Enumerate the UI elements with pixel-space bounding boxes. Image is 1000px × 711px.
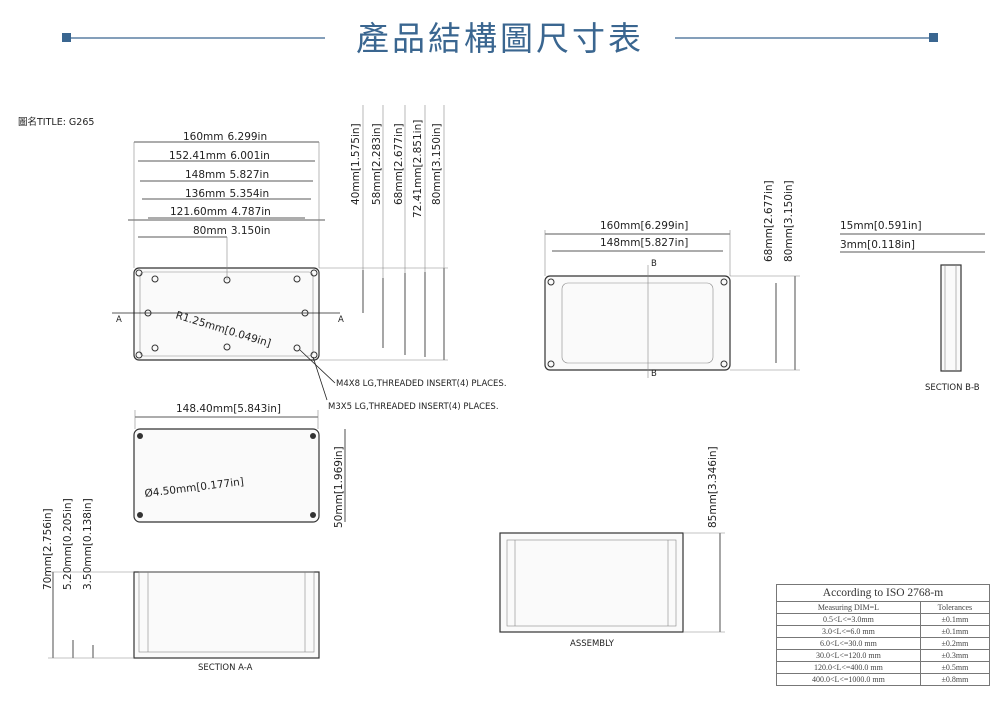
dimension-label: 5.827in <box>230 169 270 181</box>
dimension-label: SECTION A-A <box>198 663 253 673</box>
dimension-label: 152.41mm <box>169 150 226 162</box>
dimension-label: ±0.1mm <box>919 625 991 638</box>
dimension-label: 6.299in <box>228 131 268 143</box>
dimension-label: 136mm <box>185 188 226 200</box>
dimension-label: 85mm[3.346in] <box>707 446 719 528</box>
dimension-label: ±0.5mm <box>919 661 991 674</box>
dimension-label: 6.0<L<=30.0 mm <box>776 637 921 650</box>
table-row: 30.0<L<=120.0 mm±0.3mm <box>776 649 991 662</box>
dimension-label: A <box>338 315 344 325</box>
dimension-label: ASSEMBLY <box>570 639 615 649</box>
dimension-label: 58mm[2.283in] <box>371 123 383 205</box>
dimension-label: 120.0<L<=400.0 mm <box>776 661 921 674</box>
dimension-label: 3mm[0.118in] <box>840 239 915 251</box>
dimension-label: Measuring DIM=L <box>776 601 921 614</box>
dimension-label: 68mm[2.677in] <box>763 180 775 262</box>
lid-view: 148.40mm[5.843in] 50mm[1.969in] Ø4.50mm[… <box>133 403 346 528</box>
dimension-label: Tolerances <box>919 601 991 614</box>
dimension-label: SECTION B-B <box>925 383 980 393</box>
top-view: A A 160mm 6.299in 152.41mm 6.001in 148mm 5.… <box>112 105 507 412</box>
dimension-label: 80mm[3.150in] <box>783 180 795 262</box>
dimension-label: 80mm[3.150in] <box>431 123 443 205</box>
dimension-label: 148mm <box>185 169 226 181</box>
dimension-label: 6.001in <box>230 150 270 162</box>
dimension-label: 70mm[2.756in] <box>42 508 54 590</box>
dimension-label: 160mm <box>183 131 224 143</box>
dimension-label: 3.50mm[0.138in] <box>82 498 94 590</box>
dimension-label: 3.150in <box>231 225 271 237</box>
dimension-label: ±0.2mm <box>919 637 991 650</box>
dimension-label: 148.40mm[5.843in] <box>176 403 281 415</box>
dimension-label: 72.41mm[2.851in] <box>412 120 424 218</box>
table-row: 120.0<L<=400.0 mm±0.5mm <box>776 661 991 674</box>
dimension-label: 0.5<L<=3.0mm <box>776 613 921 626</box>
dimension-label: 148mm[5.827in] <box>600 237 688 249</box>
dimension-label: 5.354in <box>230 188 270 200</box>
dimension-label: 5.20mm[0.205in] <box>62 498 74 590</box>
dimension-label: 400.0<L<=1000.0 mm <box>776 673 921 686</box>
drawing-title: 圖名TITLE: G265 <box>18 117 95 128</box>
dimension-label: 50mm[1.969in] <box>333 446 345 528</box>
dimension-label: A <box>116 315 122 325</box>
dimension-label: 4.787in <box>231 206 271 218</box>
title-rule <box>62 33 938 42</box>
dimension-label: According to ISO 2768-m <box>776 584 990 602</box>
dimension-label: B <box>651 259 657 269</box>
side-view: B B 160mm[6.299in] 148mm[5.827in] 68mm[2… <box>544 180 800 379</box>
dimension-label: 121.60mm <box>170 206 227 218</box>
dimension-label: ±0.1mm <box>919 613 991 626</box>
dimension-label: 160mm[6.299in] <box>600 220 688 232</box>
note-m3x5: M3X5 LG,THREADED INSERT(4) PLACES. <box>328 402 499 412</box>
table-row: 0.5<L<=3.0mm±0.1mm <box>776 613 991 626</box>
assembly-view: 85mm[3.346in] ASSEMBLY <box>499 446 725 649</box>
section-aa: 70mm[2.756in] 5.20mm[0.205in] 3.50mm[0.1… <box>42 498 320 673</box>
dimension-label: 40mm[1.575in] <box>350 123 362 205</box>
dimension-label: 30.0<L<=120.0 mm <box>776 649 921 662</box>
table-row: 3.0<L<=6.0 mm±0.1mm <box>776 625 991 638</box>
dimension-label: 80mm <box>193 225 227 237</box>
page-title: 產品結構圖尺寸表 <box>356 19 644 58</box>
table-row: 400.0<L<=1000.0 mm±0.8mm <box>776 673 991 686</box>
table-row: 6.0<L<=30.0 mm±0.2mm <box>776 637 991 650</box>
dimension-label: 3.0<L<=6.0 mm <box>776 625 921 638</box>
dimension-label: ±0.8mm <box>919 673 991 686</box>
note-m4x8: M4X8 LG,THREADED INSERT(4) PLACES. <box>336 379 507 389</box>
section-bb: 15mm[0.591in] 3mm[0.118in] SECTION B-B <box>840 220 985 393</box>
dimension-label: 68mm[2.677in] <box>393 123 405 205</box>
dimension-label: ±0.3mm <box>919 649 991 662</box>
dimension-label: B <box>651 369 657 379</box>
dimension-label: 15mm[0.591in] <box>840 220 922 232</box>
